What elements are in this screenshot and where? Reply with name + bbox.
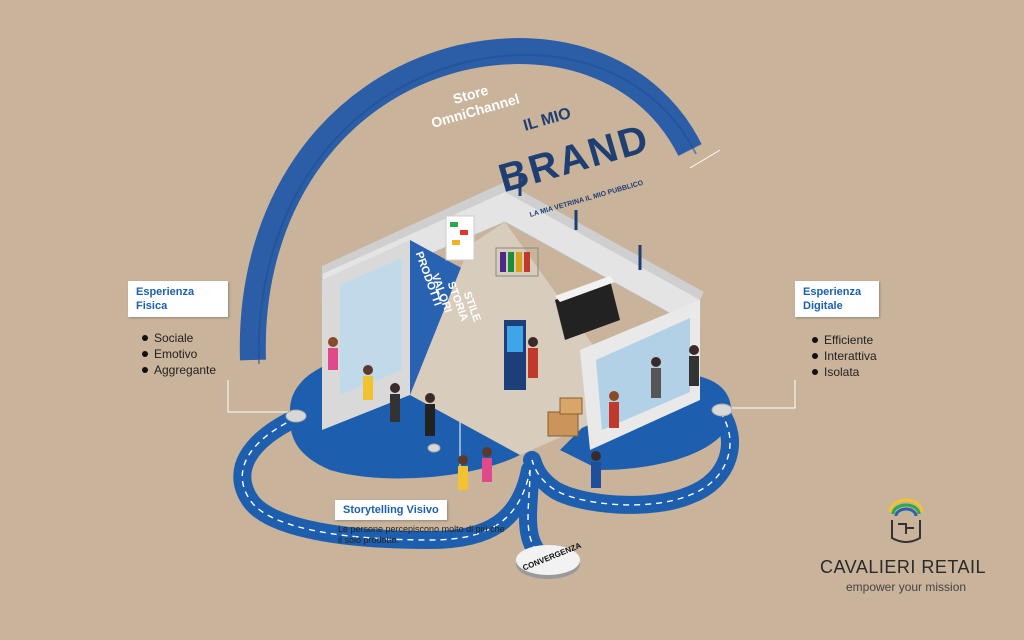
storytelling-title: Storytelling Visivo — [335, 500, 447, 520]
checkout-counter-top — [555, 276, 615, 302]
storytelling-description: Le persone percepiscono molto di più che… — [338, 524, 505, 545]
right-connector-node — [711, 403, 733, 417]
road-lane-markings — [241, 411, 731, 561]
omnichannel-arc-edge — [257, 54, 697, 365]
left-callout-connector — [227, 380, 292, 413]
delivery-boxes — [547, 411, 579, 437]
list-item: Interattiva — [810, 348, 877, 364]
store-right-window — [596, 318, 690, 430]
list-item: Efficiente — [810, 332, 877, 348]
cavalieri-logo-icon — [888, 498, 924, 543]
right-callout-connector — [722, 380, 796, 409]
digital-experience-title-line2: Digitale — [803, 300, 843, 312]
clothing-rack — [495, 247, 539, 277]
left-connector-node — [285, 409, 307, 423]
physical-experience-title-line2: Fisica — [136, 300, 168, 312]
list-item: Emotivo — [140, 346, 216, 362]
physical-experience-callout: Esperienza Fisica — [128, 281, 228, 317]
list-item: Isolata — [810, 364, 877, 380]
shoppers — [328, 337, 699, 490]
store-left-window — [340, 258, 402, 395]
list-item: Aggregante — [140, 362, 216, 378]
company-name: CAVALIERI RETAIL — [820, 557, 987, 577]
company-tagline: empower your mission — [846, 580, 967, 594]
list-item: Sociale — [140, 330, 216, 346]
arc-pointer-line — [689, 149, 721, 169]
convergence-disc — [516, 545, 580, 579]
digital-experience-title-line1: Esperienza — [803, 286, 862, 298]
digital-experience-list: Efficiente Interattiva Isolata — [810, 332, 877, 380]
story-connector-node-2 — [427, 443, 441, 453]
digital-experience-callout: Esperienza Digitale — [795, 281, 879, 317]
physical-experience-title-line1: Esperienza — [136, 286, 195, 298]
physical-experience-list: Sociale Emotivo Aggregante — [140, 330, 216, 378]
